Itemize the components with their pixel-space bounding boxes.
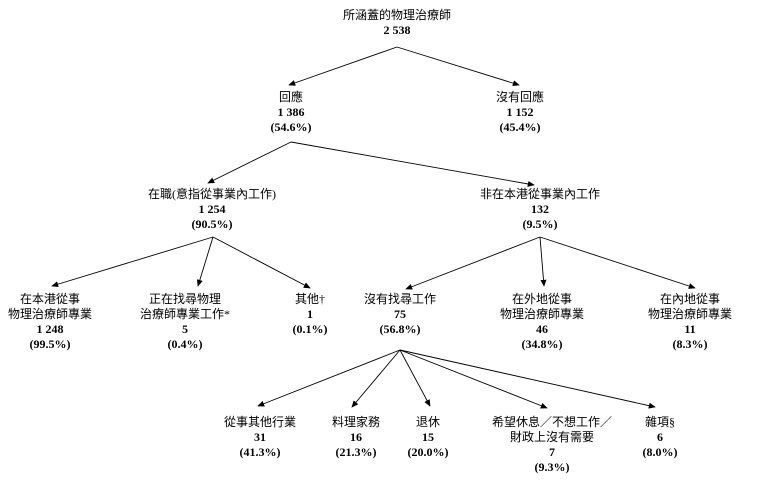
edge-employed-practising-hk bbox=[51, 236, 214, 288]
edge-notseeking-want-rest bbox=[399, 349, 548, 409]
node-count: 1 254 bbox=[198, 202, 226, 216]
node-count: 75 bbox=[394, 307, 406, 321]
node-covered-physiotherapists: 所涵蓋的物理治療師 2 538 bbox=[312, 8, 482, 38]
node-label: 從事其他行業 bbox=[223, 415, 296, 429]
node-label: 財政上沒有需要 bbox=[509, 430, 594, 444]
node-label: 回應 bbox=[278, 90, 303, 104]
node-practising-overseas: 在外地從事 物理治療師專業 46 (34.8%) bbox=[477, 292, 607, 352]
edge-notinhk-not-seeking bbox=[405, 236, 541, 290]
node-count: 31 bbox=[254, 430, 266, 444]
node-others: 其他† 1 (0.1%) bbox=[260, 292, 360, 337]
node-count: 1 152 bbox=[506, 105, 534, 119]
edge-notinhk-mainland bbox=[539, 236, 696, 289]
node-percentage: (45.4%) bbox=[499, 120, 541, 134]
node-percentage: (34.8%) bbox=[521, 337, 563, 351]
node-count: 5 bbox=[182, 322, 188, 336]
node-label: 在本港從事 bbox=[19, 292, 80, 306]
node-percentage: (0.1%) bbox=[292, 322, 328, 336]
node-percentage: (54.6%) bbox=[270, 120, 312, 134]
edge-root-no-response bbox=[396, 46, 520, 87]
node-label: 退休 bbox=[415, 415, 440, 429]
node-miscellaneous: 雜項§ 6 (8.0%) bbox=[615, 415, 705, 460]
edge-employed-others bbox=[212, 236, 311, 289]
node-not-seeking-job: 沒有找尋工作 75 (56.8%) bbox=[335, 292, 465, 337]
node-seeking-pt-job: 正在找尋物理 治療師專業工作* 5 (0.4%) bbox=[115, 292, 255, 352]
edge-notseeking-misc bbox=[399, 349, 656, 409]
node-label: 希望休息／不想工作／ bbox=[491, 415, 612, 429]
edge-employed-seeking-job bbox=[196, 236, 214, 287]
node-label: 在職(意指從事業內工作) bbox=[148, 187, 276, 201]
node-label: 雜項§ bbox=[644, 415, 675, 429]
node-count: 1 bbox=[307, 307, 313, 321]
node-practising-in-hk: 在本港從事 物理治療師專業 1 248 (99.5%) bbox=[0, 292, 115, 352]
node-employed-in-profession: 在職(意指從事業內工作) 1 254 (90.5%) bbox=[112, 187, 312, 232]
node-percentage: (21.3%) bbox=[335, 445, 377, 459]
node-label: 物理治療師專業 bbox=[647, 307, 732, 321]
node-label: 其他† bbox=[294, 292, 325, 306]
node-count: 7 bbox=[549, 445, 555, 459]
node-percentage: (56.8%) bbox=[379, 322, 421, 336]
node-percentage: (90.5%) bbox=[191, 217, 233, 231]
node-not-in-profession-in-hk: 非在本港從事業內工作 132 (9.5%) bbox=[440, 187, 640, 232]
node-count: 11 bbox=[684, 322, 696, 336]
node-retired: 退休 15 (20.0%) bbox=[388, 415, 468, 460]
node-want-rest-no-need: 希望休息／不想工作／ 財政上沒有需要 7 (9.3%) bbox=[467, 415, 637, 475]
node-no-response: 沒有回應 1 152 (45.4%) bbox=[460, 90, 580, 135]
edge-notinhk-overseas bbox=[539, 236, 547, 287]
node-percentage: (8.3%) bbox=[672, 337, 708, 351]
edge-responded-not-in-hk bbox=[290, 141, 535, 187]
node-other-industry: 從事其他行業 31 (41.3%) bbox=[200, 415, 320, 460]
node-percentage: (20.0%) bbox=[407, 445, 449, 459]
edge-notseeking-retired bbox=[399, 349, 431, 407]
node-count: 1 248 bbox=[36, 322, 64, 336]
node-responded: 回應 1 386 (54.6%) bbox=[231, 90, 351, 135]
node-label: 非在本港從事業內工作 bbox=[479, 187, 600, 201]
node-practising-mainland: 在內地從事 物理治療師專業 11 (8.3%) bbox=[625, 292, 755, 352]
node-label: 物理治療師專業 bbox=[499, 307, 584, 321]
node-percentage: (9.3%) bbox=[534, 460, 570, 474]
node-label: 在內地從事 bbox=[659, 292, 720, 306]
edge-root-responded bbox=[288, 46, 398, 86]
node-percentage: (41.3%) bbox=[239, 445, 281, 459]
node-count: 1 386 bbox=[277, 105, 305, 119]
node-count: 15 bbox=[422, 430, 434, 444]
edge-notseeking-homemaking bbox=[351, 349, 401, 408]
node-count: 132 bbox=[531, 202, 549, 216]
node-label: 料理家務 bbox=[331, 415, 380, 429]
node-label: 在外地從事 bbox=[511, 292, 572, 306]
node-count: 16 bbox=[350, 430, 362, 444]
node-percentage: (9.5%) bbox=[522, 217, 558, 231]
node-label: 沒有回應 bbox=[495, 90, 544, 104]
node-label: 治療師專業工作* bbox=[139, 307, 230, 321]
node-percentage: (99.5%) bbox=[29, 337, 71, 351]
node-percentage: (0.4%) bbox=[167, 337, 203, 351]
node-label: 物理治療師專業 bbox=[7, 307, 92, 321]
edge-responded-employed bbox=[207, 141, 292, 184]
node-count: 46 bbox=[536, 322, 548, 336]
node-count: 6 bbox=[657, 430, 663, 444]
node-label: 正在找尋物理 bbox=[148, 292, 221, 306]
node-homemaking: 料理家務 16 (21.3%) bbox=[306, 415, 406, 460]
node-percentage: (8.0%) bbox=[642, 445, 678, 459]
node-label: 沒有找尋工作 bbox=[363, 292, 436, 306]
node-label: 所涵蓋的物理治療師 bbox=[342, 8, 451, 22]
edge-notseeking-other-industry bbox=[257, 349, 401, 407]
node-count: 2 538 bbox=[383, 23, 411, 37]
